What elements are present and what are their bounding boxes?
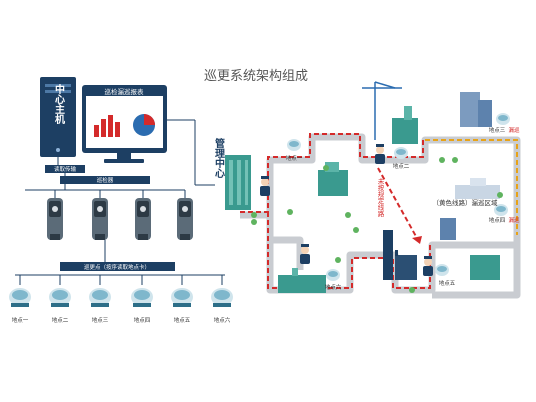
map-point-1-label: 地点一 [286,154,303,162]
building-icon [318,170,348,196]
reader-bar [60,176,150,184]
reader-device-icon [177,198,193,240]
building-icon [404,106,412,120]
left-point-label: 地点二 [52,316,69,324]
building-icon [392,118,418,144]
map-point-3-label: 地点三 [489,126,506,134]
checkpoint-button-icon [49,288,71,307]
diagram-title: 巡更系统架构组成 [204,69,308,84]
building-icon [460,92,480,127]
checkpoint-button-icon [89,288,111,307]
red-route-label: 未按规定线路 [376,177,384,219]
checkpoint-button-icon [394,147,408,159]
guard-icon [423,256,433,276]
map-point-2-label: 地点二 [393,162,410,170]
trees [251,157,503,293]
city-buildings [278,92,500,293]
guard-icon [375,144,385,164]
map-point-3-missed-tag: 漏巡 [508,126,520,134]
red-patrol-route [240,133,424,213]
checkpoint-button-icon [496,113,510,125]
guard-icon [300,244,310,264]
guard-icon [260,176,270,196]
tree-icon [452,157,458,163]
patrol-point-bar [60,262,175,271]
checkpoint-button-icon [171,288,193,307]
left-point-label: 地点一 [12,316,29,324]
left-point-label: 地点四 [134,316,151,324]
management-center-building-icon [225,155,251,210]
patrol-point-bar-label: 巡更点（按序读取地点卡） [84,263,150,271]
read-transfer-label: 读取传输 [54,165,77,173]
monitor-banner: 巡检漏巡报表 [105,87,145,96]
building-icon [478,100,492,127]
tree-icon [335,257,341,263]
building-icon [325,162,339,172]
tree-icon [251,212,257,218]
tree-icon [409,287,415,293]
left-point-label: 地点六 [214,316,231,324]
building-icon [470,178,486,186]
checkpoint-buttons [9,288,233,307]
building-icon [292,268,298,276]
checkpoint-button-icon [287,139,301,151]
building-icon [278,275,326,293]
factory-icon [383,230,417,280]
checkpoint-button-icon [211,288,233,307]
yellow-route-label: （黄色线路）漏巡区域 [433,198,499,207]
tree-icon [323,165,329,171]
patrol-reader-devices [47,198,193,240]
map-point-5-label: 地点五 [439,279,456,287]
off-route-arrow [377,167,419,241]
management-center-label: 管理中心 [213,137,225,178]
checkpoint-button-icon [435,264,449,276]
off-route-arrow-head [412,236,422,244]
reader-device-icon [135,198,151,240]
yellow-missed-route [425,139,518,235]
monitor-icon [82,85,167,163]
tree-icon [439,157,445,163]
reader-bar-label: 巡检器 [97,176,114,184]
checkpoint-button-icon [131,288,153,307]
host-label: 中心主机 [53,83,65,125]
map-checkpoints [287,113,510,281]
building-icon [470,255,500,280]
patrol-guards [260,144,433,276]
map-point-4-missed-tag: 漏巡 [508,216,520,224]
building-icon [455,185,500,199]
host-computer-icon [40,77,76,157]
checkpoint-button-icon [326,269,340,281]
checkpoint-button-icon [9,288,31,307]
left-point-label: 地点三 [92,316,109,324]
tree-icon [353,227,359,233]
crane-icon [362,81,402,140]
checkpoint-button-icon [494,204,508,216]
tree-icon [251,219,257,225]
map-point-4-label: 地点四 [489,216,506,224]
reader-device-icon [92,198,108,240]
map-point-6-label: 地点六 [325,283,342,291]
left-point-label: 地点五 [174,316,191,324]
read-transfer-bar [45,165,85,173]
reader-device-icon [47,198,63,240]
tree-icon [287,209,293,215]
tree-icon [497,192,503,198]
building-icon [440,218,456,240]
tree-icon [345,212,351,218]
